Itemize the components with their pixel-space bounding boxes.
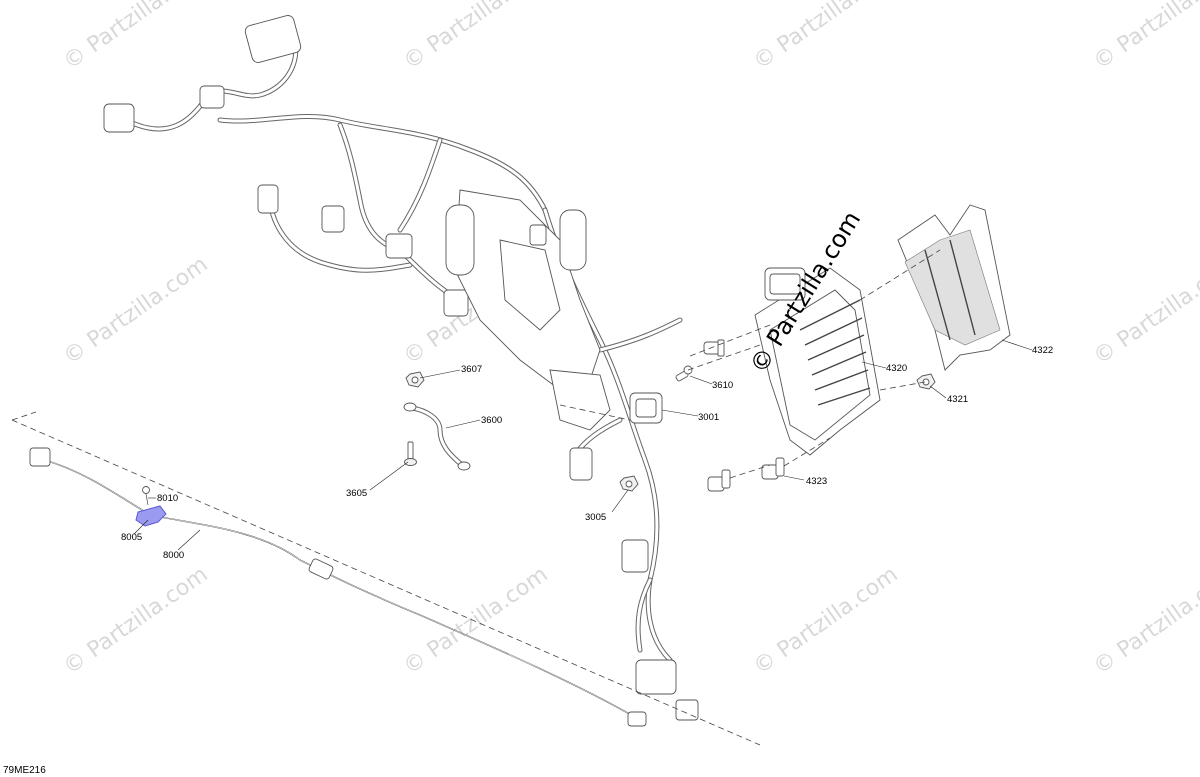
connector-3001[interactable]: [629, 392, 663, 424]
callout-4323: 4323: [806, 476, 827, 487]
screw-8010[interactable]: [142, 486, 150, 506]
callout-3005: 3005: [585, 512, 606, 523]
sensor-cable-8000[interactable]: [29, 447, 647, 727]
callout-8005: 8005: [121, 532, 142, 543]
callout-8000: 8000: [163, 550, 184, 561]
callout-leaders: [133, 339, 1033, 551]
callout-4322: 4322: [1032, 345, 1053, 356]
watermark: © Partzilla.com: [1089, 562, 1200, 680]
heat-shield-4322[interactable]: [897, 204, 1011, 371]
nut-4321[interactable]: [916, 373, 936, 390]
watermark: © Partzilla.com: [1089, 252, 1200, 370]
watermark: © Partzilla.com: [59, 252, 212, 370]
callout-3600: 3600: [481, 415, 502, 426]
watermark: © Partzilla.com: [749, 562, 902, 680]
callout-labels: 3607 3600 3605 3610 3001 3005 4320 4321 …: [121, 345, 1053, 561]
callout-8010: 8010: [157, 493, 178, 504]
main-wiring-harness[interactable]: [103, 14, 699, 721]
ecu-module-4320[interactable]: [754, 267, 881, 456]
diagram-code: 79ME216: [3, 765, 46, 776]
engine-component-assembly[interactable]: [445, 189, 611, 431]
watermark: © Partzilla.com: [59, 562, 212, 680]
mount-pin-ecu[interactable]: [703, 339, 725, 357]
bolt-3605[interactable]: [404, 441, 417, 466]
nut-3005[interactable]: [619, 475, 639, 492]
watermark: © Partzilla.com: [399, 562, 552, 680]
watermark: © Partzilla.com: [59, 0, 212, 75]
callout-3001: 3001: [698, 412, 719, 423]
watermark: © Partzilla.com: [1089, 0, 1200, 75]
ground-strap-3600[interactable]: [403, 402, 471, 471]
grommet-4323[interactable]: [707, 457, 785, 492]
callout-3610: 3610: [712, 380, 733, 391]
nut-3607[interactable]: [405, 371, 425, 388]
callout-4320: 4320: [886, 363, 907, 374]
screw-3610[interactable]: [675, 365, 693, 382]
callout-4321: 4321: [947, 394, 968, 405]
callout-3607: 3607: [461, 364, 482, 375]
callout-3605: 3605: [346, 488, 367, 499]
watermark: © Partzilla.com: [399, 0, 552, 75]
watermark: © Partzilla.com: [749, 0, 902, 75]
assembly-guide-lines: [11, 249, 941, 746]
clip-8005[interactable]: [135, 505, 167, 527]
